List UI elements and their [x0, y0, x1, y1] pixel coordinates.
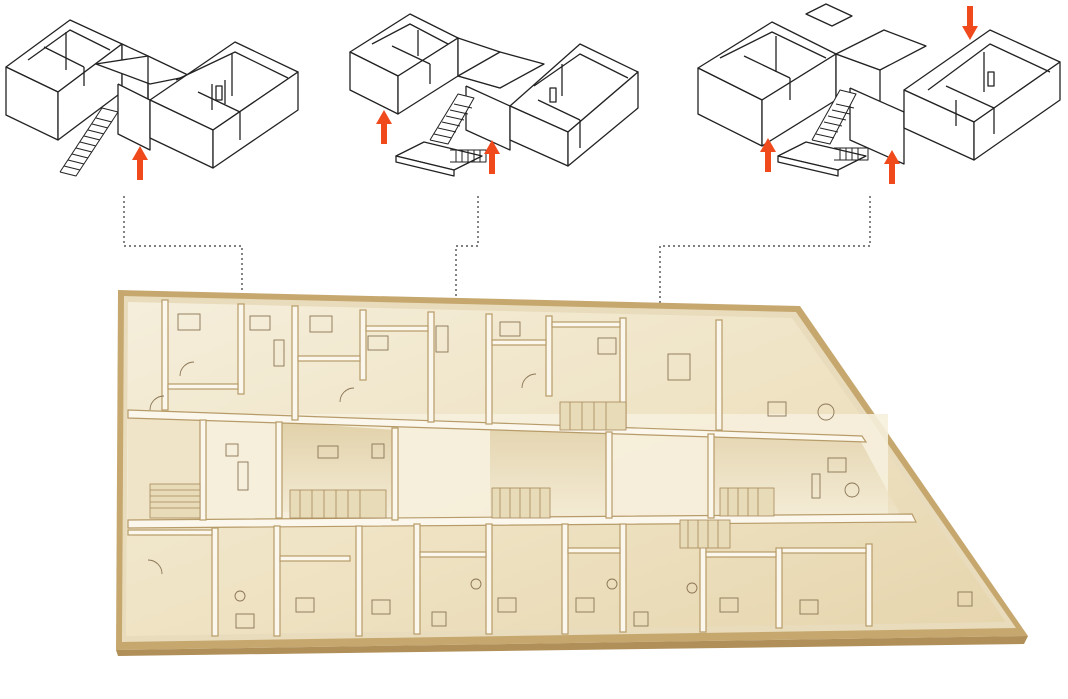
- iso-unit-2: [349, 13, 639, 177]
- iso-unit-1: [5, 19, 299, 177]
- entry-arrow-down-icon: [962, 6, 978, 40]
- iso-unit-3: [697, 3, 1061, 177]
- physical-model: [116, 290, 1028, 656]
- entry-arrow-icon: [132, 146, 148, 180]
- entry-arrow-icon: [376, 110, 392, 144]
